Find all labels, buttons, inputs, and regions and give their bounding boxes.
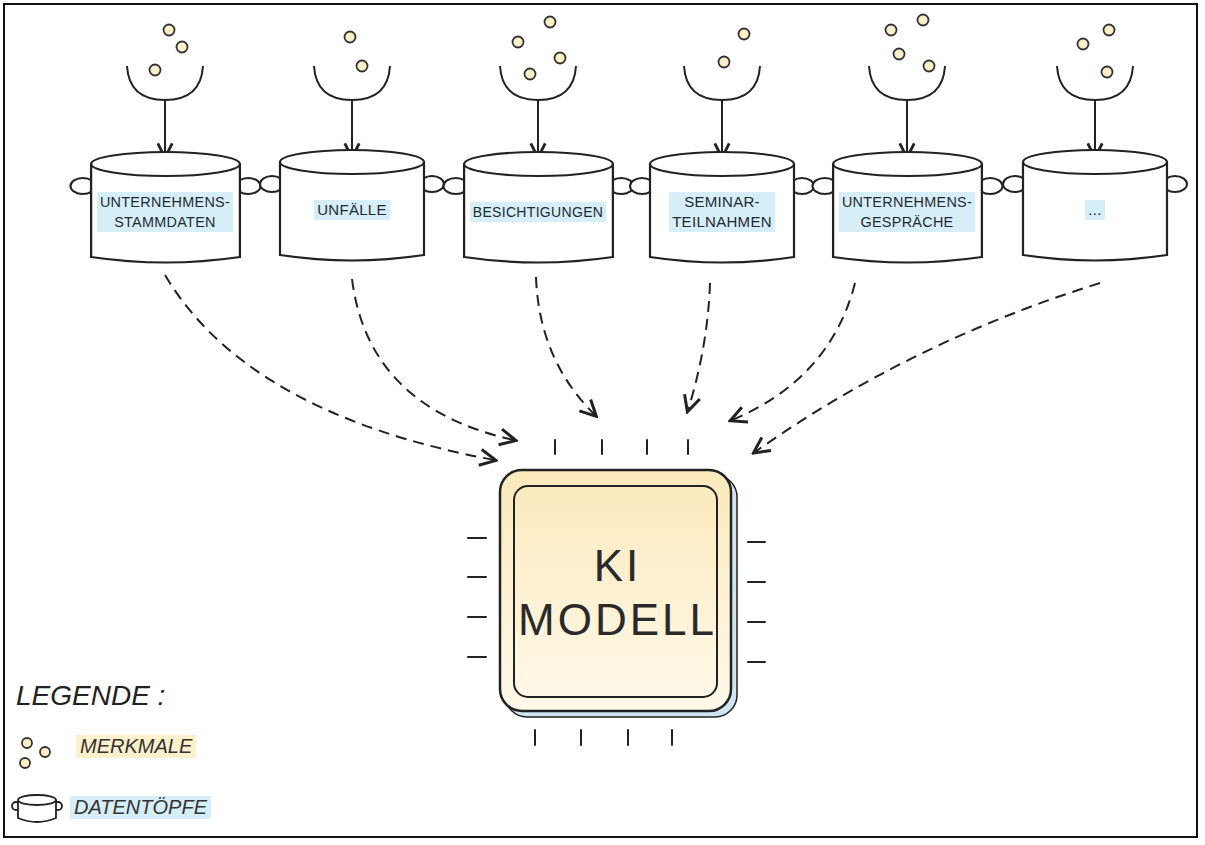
pot-label: BESICHTIGUNGEN [470, 202, 607, 222]
pot-body [833, 164, 982, 263]
data-pot: ... [1020, 148, 1170, 263]
feature-dot [545, 17, 556, 28]
legend-text: DATENTÖPFE [70, 796, 211, 819]
feature-dot [525, 69, 536, 80]
dashed-connector [352, 279, 514, 440]
pot-body [1023, 162, 1167, 261]
spoon-bowl [127, 66, 203, 100]
feature-dot [739, 29, 750, 40]
feature-dot [150, 65, 161, 76]
pot-label: SEMINAR- TEILNAHMEN [669, 192, 775, 232]
legend-pot-icon [12, 795, 62, 822]
pot-label: UNTERNEHMENS- STAMMDATEN [97, 192, 233, 232]
feature-dot [894, 49, 905, 60]
model-outline [500, 470, 735, 715]
ai-model-box: KI MODELL [500, 470, 735, 715]
spoon-bowl [684, 66, 760, 100]
data-pot: BESICHTIGUNGEN [461, 150, 616, 265]
pot-rim [1023, 150, 1167, 174]
spoon-bowl [1057, 66, 1133, 100]
pot-body [650, 164, 794, 263]
model-label: KI MODELL [518, 539, 717, 647]
feature-dot [177, 42, 188, 53]
spoon-arrow [1094, 100, 1096, 156]
model-rays [468, 440, 765, 745]
legend-feature-icon [20, 738, 50, 768]
pot-label: UNFÄLLE [314, 200, 390, 220]
data-pot: UNTERNEHMENS- GESPRÄCHE [830, 150, 985, 265]
feature-dot [886, 25, 897, 36]
feature-spoons [127, 15, 1133, 157]
spoon-arrow [537, 100, 539, 156]
pot-body [280, 162, 424, 261]
feature-dot [555, 53, 566, 64]
pot-label: ... [1085, 200, 1104, 220]
legend-title: LEGENDE : [16, 680, 165, 712]
spoon-arrow [906, 100, 908, 156]
pot-rim [464, 152, 613, 176]
feature-dot [1104, 25, 1115, 36]
pot-rim [280, 150, 424, 174]
pot-body [91, 164, 240, 263]
spoon-bowl [500, 66, 576, 100]
spoon-bowl [314, 66, 390, 100]
feature-dot [164, 25, 175, 36]
model-inner [514, 486, 717, 697]
spoon-arrow [164, 100, 166, 156]
dashed-connector [165, 275, 494, 460]
dashed-connector [536, 277, 595, 415]
spoon-bowl [869, 66, 945, 100]
legend-text: MERKMALE [76, 735, 196, 758]
pot-rim [650, 152, 794, 176]
feature-dot [918, 15, 929, 26]
spoon-arrow [721, 100, 723, 156]
model-chip [500, 470, 731, 711]
feature-dot [1078, 39, 1089, 50]
feature-dot [513, 37, 524, 48]
feature-dot [924, 61, 935, 72]
data-pot: UNFÄLLE [277, 148, 427, 263]
feature-dot [1102, 67, 1113, 78]
spoon-arrow [351, 100, 353, 156]
data-pot: UNTERNEHMENS- STAMMDATEN [88, 150, 243, 265]
data-pot: SEMINAR- TEILNAHMEN [647, 150, 797, 265]
pot-rim [91, 152, 240, 176]
feature-dot [345, 32, 356, 43]
dashed-connector [755, 283, 1100, 452]
pot-rim [833, 152, 982, 176]
dashed-connector [688, 283, 710, 410]
feature-dot [719, 57, 730, 68]
pot-body [464, 164, 613, 263]
feature-dot [357, 61, 368, 72]
pot-label: UNTERNEHMENS- GESPRÄCHE [839, 192, 975, 232]
